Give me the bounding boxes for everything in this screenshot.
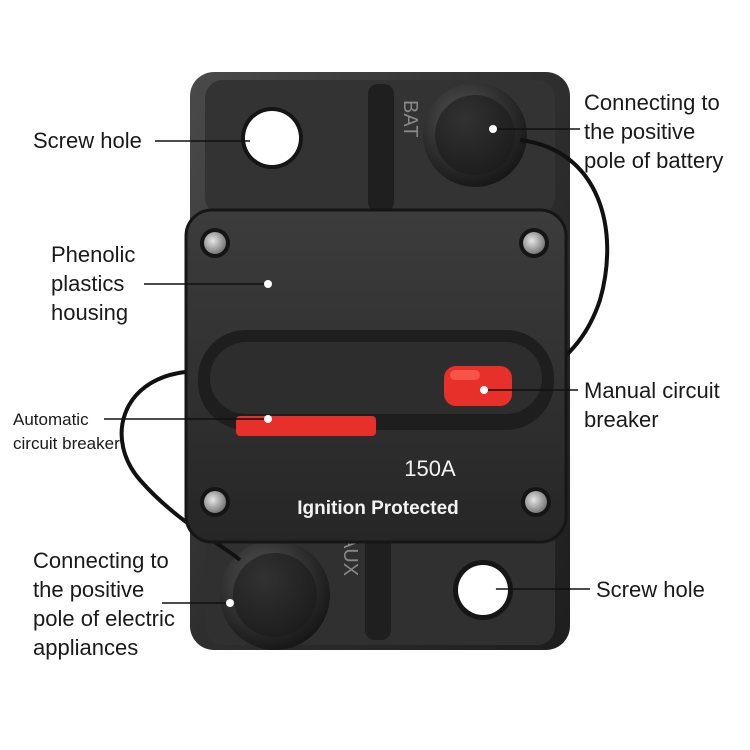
- label-line: pole of battery: [584, 148, 724, 173]
- label-auto-breaker: Automatic circuit breaker: [13, 408, 120, 456]
- dot-housing: [264, 280, 272, 288]
- label-line: Phenolic: [51, 242, 136, 267]
- label-line: plastics: [51, 271, 125, 296]
- bat-mark: BAT: [399, 100, 421, 137]
- label-line: the positive: [584, 119, 696, 144]
- label-manual-breaker: Manual circuit breaker: [584, 376, 720, 434]
- dot-appliance: [226, 599, 234, 607]
- label-housing: Phenolic plastics housing: [51, 240, 135, 327]
- label-screw-hole-top: Screw hole: [33, 126, 142, 155]
- label-text: Screw hole: [596, 577, 705, 602]
- label-line: Connecting to: [33, 548, 169, 573]
- label-line: circuit breaker: [13, 434, 120, 453]
- bottom-ridge: [365, 532, 391, 640]
- dot-battery: [489, 125, 497, 133]
- label-text: Screw hole: [33, 128, 142, 153]
- label-line: the positive: [33, 577, 145, 602]
- aux-mark: AUX: [339, 535, 361, 576]
- label-line: Manual circuit: [584, 378, 720, 403]
- device-subtitle: Ignition Protected: [297, 498, 459, 519]
- label-line: housing: [51, 300, 129, 325]
- dot-manual: [480, 386, 488, 394]
- dot-screw-bottom: [488, 585, 496, 593]
- dot-auto: [264, 415, 272, 423]
- top-ridge: [368, 84, 394, 212]
- label-line: appliances: [33, 635, 139, 660]
- label-line: Automatic: [13, 410, 89, 429]
- label-line: pole of electric: [33, 606, 175, 631]
- label-appliances: Connecting to the positive pole of elect…: [33, 546, 175, 662]
- label-screw-hole-bottom: Screw hole: [596, 575, 705, 604]
- label-line: breaker: [584, 407, 659, 432]
- label-line: Connecting to: [584, 90, 720, 115]
- device-rating: 150A: [404, 456, 456, 481]
- label-battery: Connecting to the positive pole of batte…: [584, 88, 723, 175]
- dot-screw-top: [250, 137, 258, 145]
